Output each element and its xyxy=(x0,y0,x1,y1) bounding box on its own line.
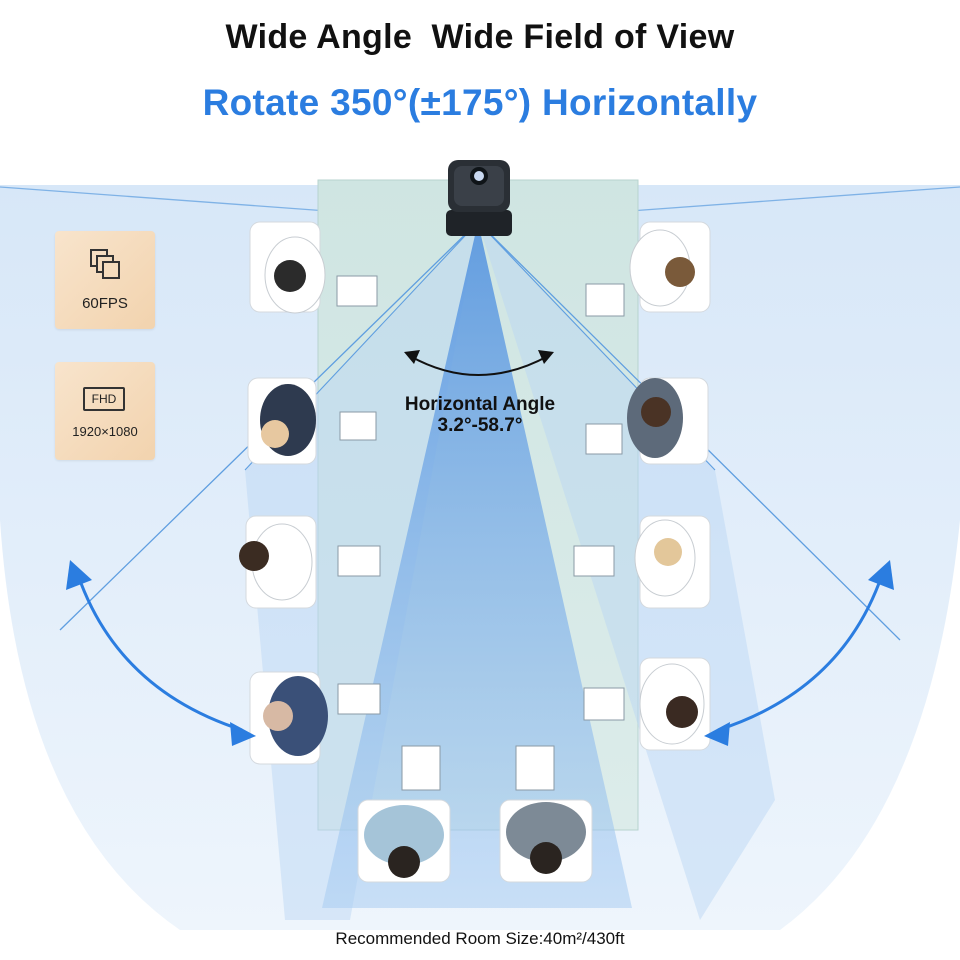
horizontal-angle-beam xyxy=(322,222,632,908)
fhd-icon: FHD xyxy=(83,387,125,411)
person-bodies xyxy=(239,229,705,878)
fps-badge: 60FPS xyxy=(55,231,155,329)
resolution-badge: FHD 1920×1080 xyxy=(55,362,155,460)
notebooks xyxy=(336,275,625,791)
resolution-label: 1920×1080 xyxy=(72,424,138,439)
rotate-arrow-right xyxy=(717,574,884,732)
frames-icon xyxy=(86,245,124,283)
room-size-note: Recommended Room Size:40m²/430ft xyxy=(335,929,625,948)
rotate-arrow-left xyxy=(76,574,243,732)
ptz-camera xyxy=(446,160,512,236)
horizontal-angle-title: Horizontal Angle xyxy=(404,394,556,415)
page-title: Wide Angle Wide Field of View xyxy=(225,18,735,56)
horizontal-angle-range: 3.2°-58.7° xyxy=(437,415,523,436)
pan-arc-arrow xyxy=(409,355,549,376)
page-subtitle: Rotate 350°(±175°) Horizontally xyxy=(202,82,758,123)
fps-label: 60FPS xyxy=(82,295,128,312)
horizontal-angle-callout: Horizontal Angle 3.2°-58.7° xyxy=(360,394,600,436)
